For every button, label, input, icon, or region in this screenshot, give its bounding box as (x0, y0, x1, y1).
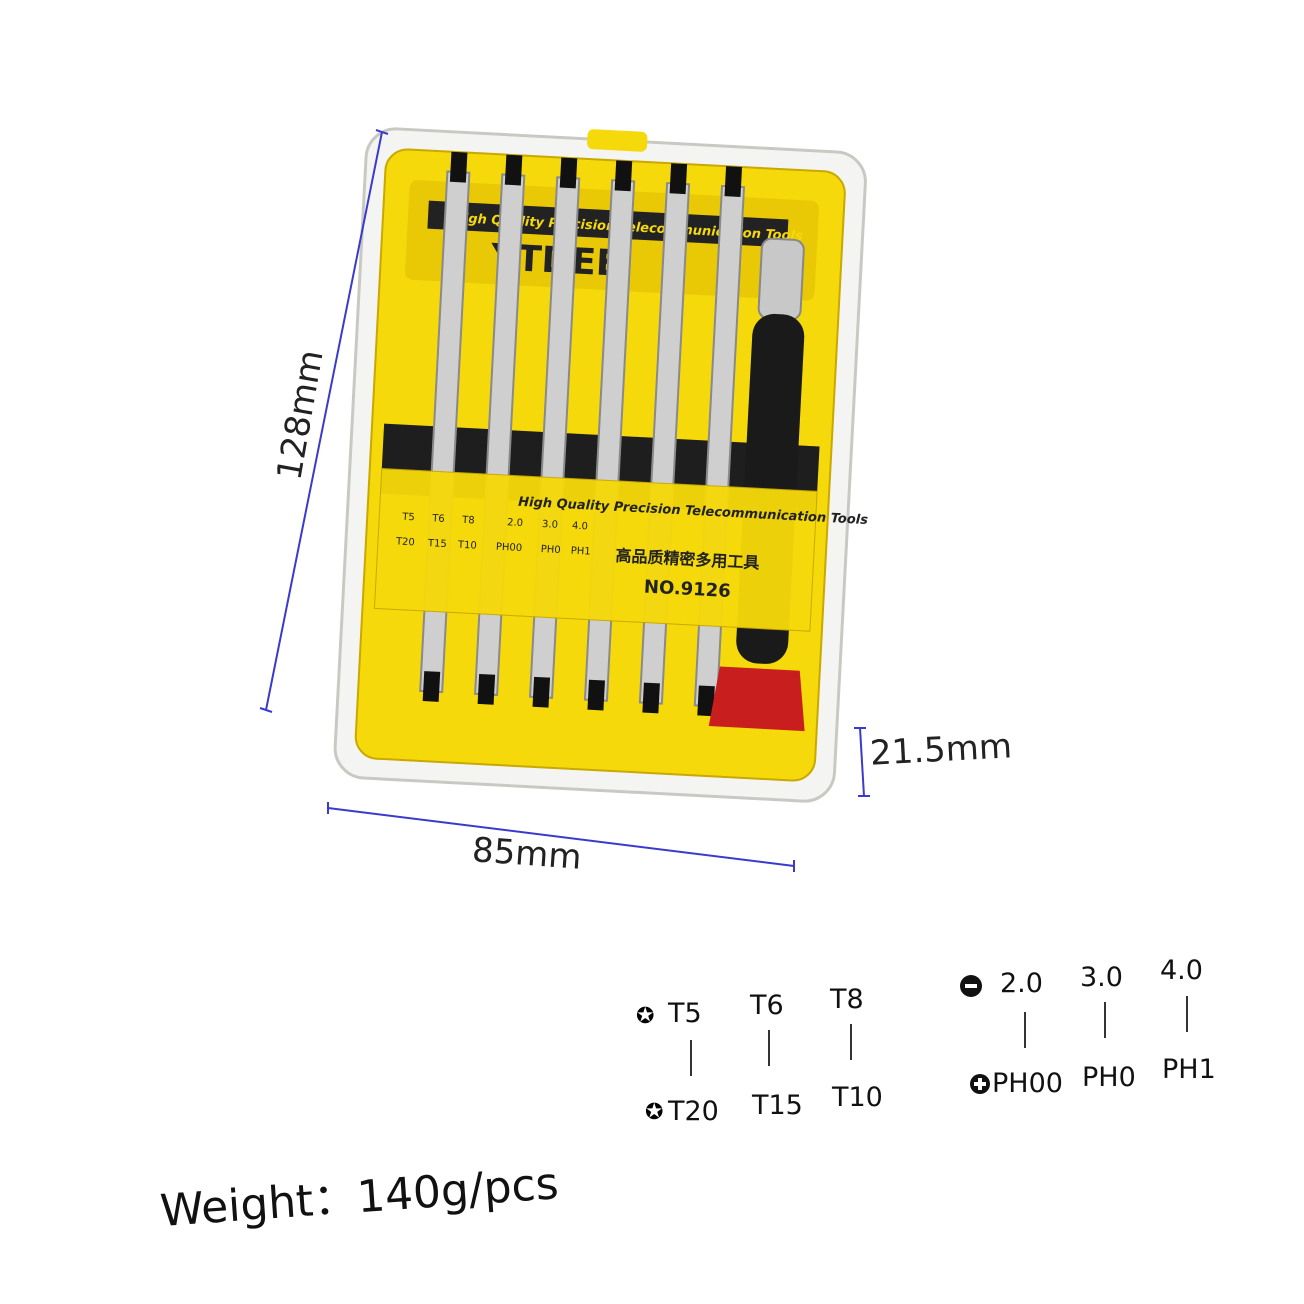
lbl-r2-2: T10 (457, 540, 477, 552)
connector-line (850, 1024, 852, 1060)
spec-phillips-1: PH00 (992, 1068, 1063, 1099)
spec-torx-bottom-2: T15 (752, 1090, 803, 1121)
phillips-screw-icon (970, 1074, 990, 1094)
lbl-r1-2: T8 (461, 515, 475, 527)
lbl-r1-0: T5 (401, 512, 415, 524)
label-sleeve (373, 468, 818, 632)
tip-top-2 (504, 154, 523, 186)
lbl-r1-3: 2.0 (507, 517, 523, 529)
lbl-r1-4: 3.0 (542, 519, 558, 531)
depth-label: 21.5mm (869, 726, 1013, 774)
depth-dimension-line (859, 727, 865, 797)
tip-bottom-2 (477, 673, 496, 705)
lbl-r1-1: T6 (431, 513, 445, 525)
tip-top-1 (449, 151, 468, 183)
spec-phillips-3: PH1 (1162, 1054, 1216, 1085)
spec-phillips-2: PH0 (1082, 1062, 1136, 1093)
lbl-r2-3: PH00 (496, 542, 523, 554)
screwdriver-set-photo: High Quality Precision Telecommunication… (333, 127, 869, 803)
spec-slot-3: 4.0 (1160, 955, 1203, 986)
lbl-r2-4: PH0 (540, 544, 560, 556)
connector-line (690, 1040, 692, 1076)
width-dimension-line (327, 807, 795, 867)
connector-line (1186, 996, 1188, 1032)
slot-screw-icon (960, 975, 982, 997)
connector-line (1104, 1002, 1106, 1038)
spec-torx-top-1: T5 (668, 998, 702, 1029)
tip-bottom-4 (587, 679, 605, 711)
bit-tips (422, 151, 743, 717)
tip-bottom-3 (532, 676, 551, 708)
tip-bottom-1 (422, 671, 441, 702)
width-label: 85mm (470, 830, 583, 878)
label-model-text: NO.9126 (643, 576, 731, 602)
lbl-r2-1: T15 (427, 538, 447, 550)
torx-icon: ✪ (636, 1004, 655, 1029)
height-dimension-line (265, 131, 383, 711)
connector-line (768, 1030, 770, 1066)
tip-bottom-5 (642, 682, 660, 714)
lbl-r2-5: PH1 (570, 546, 590, 558)
spec-torx-bottom-3: T10 (832, 1082, 883, 1113)
connector-line (1024, 1012, 1026, 1048)
lbl-r1-5: 4.0 (572, 521, 588, 533)
spec-torx-bottom-1: T20 (668, 1096, 719, 1127)
spec-torx-top-2: T6 (750, 990, 784, 1021)
tip-top-5 (669, 163, 688, 195)
spec-torx-top-3: T8 (830, 984, 864, 1015)
spec-slot-1: 2.0 (1000, 968, 1043, 999)
tip-top-6 (724, 166, 743, 197)
tip-bottom-6 (697, 685, 715, 717)
tip-top-4 (614, 160, 633, 192)
lbl-r2-0: T20 (395, 536, 415, 548)
handle-cap (708, 666, 805, 732)
spec-slot-2: 3.0 (1080, 962, 1123, 993)
top-latch (587, 129, 648, 152)
label-specs: T5 T6 T8 2.0 3.0 4.0 T20 T15 T10 PH00 PH… (395, 512, 591, 558)
torx-icon: ✪ (645, 1100, 664, 1125)
tip-top-3 (559, 157, 578, 189)
